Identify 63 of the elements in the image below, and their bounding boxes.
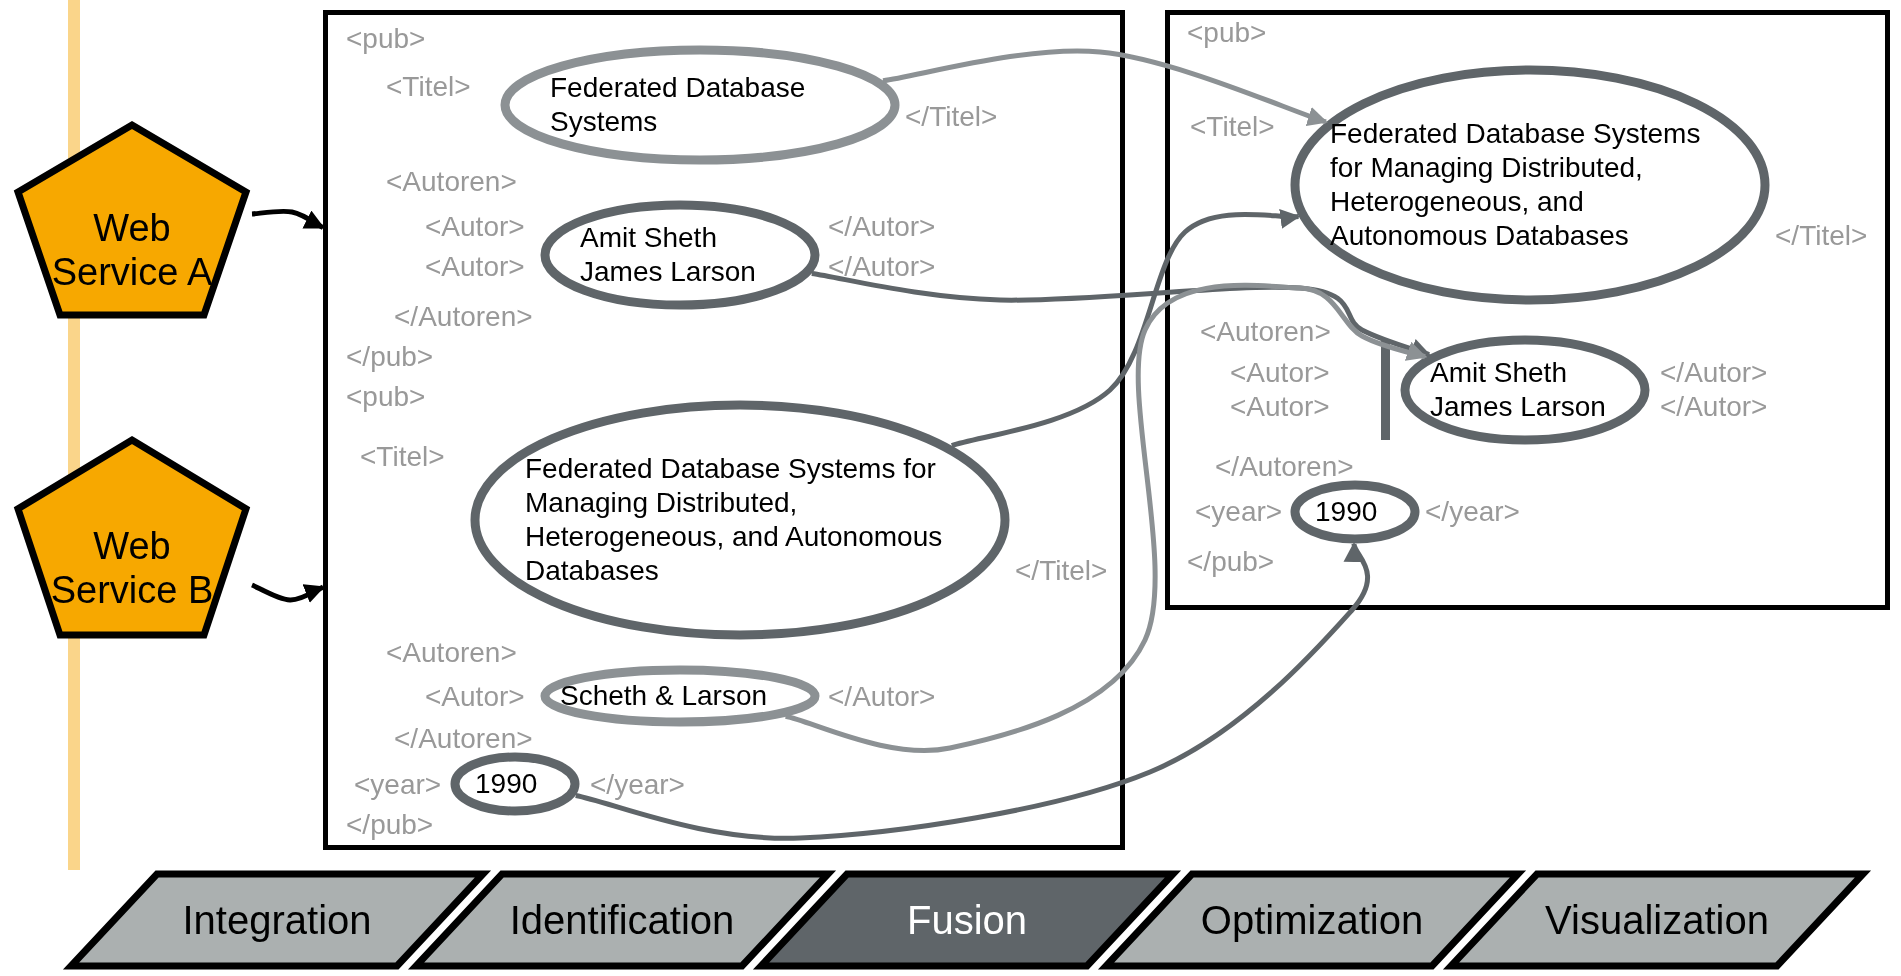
xml-tag: </year> xyxy=(590,768,685,802)
arrow xyxy=(811,271,1431,359)
xml-tag: </Autor> xyxy=(828,250,936,284)
value-text: 1990 xyxy=(1315,495,1379,529)
xml-tag: </Autoren> xyxy=(1215,450,1354,484)
xml-tag: <pub> xyxy=(346,380,426,414)
xml-tag: </Titel> xyxy=(1015,554,1108,588)
xml-tag: <Autor> xyxy=(1230,390,1330,424)
arrow xyxy=(951,207,1301,448)
service-name: Web Service A xyxy=(50,206,214,294)
xml-document-box xyxy=(1165,10,1890,610)
highlight-ellipse xyxy=(540,665,820,727)
xml-tag: <pub> xyxy=(346,22,426,56)
xml-tag: <Autoren> xyxy=(1200,315,1331,349)
value-text: Scheth & Larson xyxy=(560,679,769,713)
xml-tag: </Autor> xyxy=(828,210,936,244)
xml-tag: </Titel> xyxy=(1775,219,1868,253)
xml-tag: </pub> xyxy=(1187,545,1275,579)
xml-tag: <Autor> xyxy=(1230,356,1330,390)
xml-tag: </Autor> xyxy=(1660,390,1768,424)
service-pentagon xyxy=(12,120,252,320)
value-text: James Larson xyxy=(580,255,757,289)
xml-tag: <year> xyxy=(354,768,442,802)
arrow xyxy=(250,582,325,604)
xml-tag: <Titel> xyxy=(1190,110,1275,144)
highlight-ellipse xyxy=(470,400,1010,640)
xml-tag: <Titel> xyxy=(386,70,471,104)
xml-tag: </year> xyxy=(1425,495,1520,529)
service-name: Web Service B xyxy=(49,523,215,612)
highlight-ellipse xyxy=(1400,335,1650,445)
xml-tag: <Autor> xyxy=(425,680,525,714)
xml-tag: </Autoren> xyxy=(394,722,533,756)
arrow xyxy=(882,48,1328,126)
arrow xyxy=(575,542,1370,841)
xml-tag: <year> xyxy=(1195,495,1283,529)
xml-document-box xyxy=(323,10,1125,850)
value-text: Amit Sheth xyxy=(1430,356,1568,390)
value-text: Amit Sheth xyxy=(580,221,718,255)
xml-tag: <pub> xyxy=(1187,16,1267,50)
xml-tag: <Autoren> xyxy=(386,636,517,670)
arrow xyxy=(784,282,1427,753)
xml-tag: </pub> xyxy=(346,808,434,842)
xml-tag: </Autor> xyxy=(828,680,936,714)
value-text: Federated Database Systems xyxy=(550,71,807,139)
value-text: 1990 xyxy=(475,767,539,801)
highlight-ellipse xyxy=(1290,65,1770,305)
xml-tag: <Autoren> xyxy=(386,165,517,199)
highlight-ellipse xyxy=(1290,480,1420,544)
xml-tag: </pub> xyxy=(346,340,434,374)
highlight-ellipse xyxy=(500,45,900,165)
value-text: James Larson xyxy=(1430,390,1607,424)
highlight-ellipse xyxy=(450,752,580,816)
value-text: Federated Database Systems for Managing Distributed, Heterogeneous, and Autonomous Databases xyxy=(1330,117,1702,253)
arrow xyxy=(251,208,325,230)
xml-tag: <Autor> xyxy=(425,210,525,244)
xml-tag: <Autor> xyxy=(425,250,525,284)
xml-tag: <Titel> xyxy=(360,440,445,474)
xml-tag: </Autor> xyxy=(1660,356,1768,390)
value-text: Federated Database Systems for Managing Distributed, Heterogeneous, and Autonomous Databases xyxy=(525,452,944,588)
service-pentagon xyxy=(12,435,252,640)
highlight-ellipse xyxy=(540,200,820,310)
xml-tag: </Titel> xyxy=(905,100,998,134)
xml-tag: </Autoren> xyxy=(394,300,533,334)
